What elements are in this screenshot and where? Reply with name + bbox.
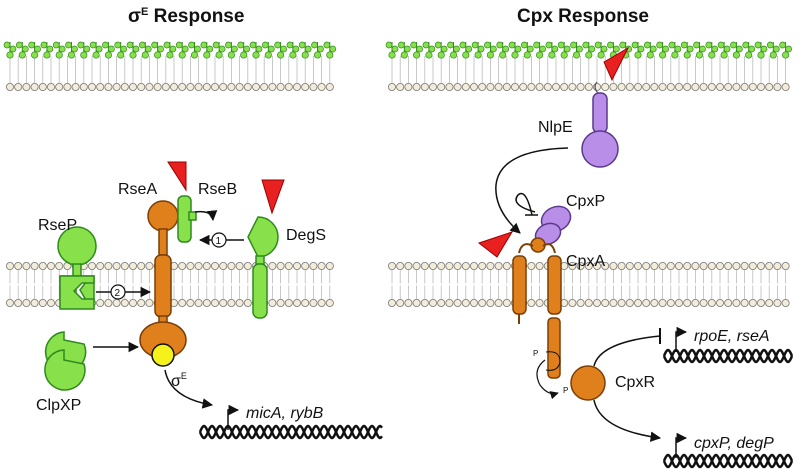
step2-marker — [110, 284, 126, 300]
dna-strand-left — [198, 424, 383, 440]
sigma-e-symbol: σ — [171, 373, 181, 390]
sigma-title-superscript: E — [141, 6, 148, 18]
cpxr-repression-line — [593, 335, 661, 367]
promoter-arrow-right-top — [675, 326, 688, 352]
sigma-e-factor — [151, 343, 175, 367]
rseb-signal-triangle — [167, 161, 187, 192]
rsea-label: RseA — [118, 181, 157, 198]
degs-protein — [247, 216, 279, 319]
step1-number: 1 — [216, 236, 222, 247]
nlpe-to-cpxa-arrow — [495, 147, 569, 234]
cpxa-protein — [512, 237, 562, 379]
rsep-label: RseP — [38, 217, 77, 234]
nlpe-signal-triangle — [603, 46, 630, 82]
step2-number: 2 — [115, 288, 121, 299]
inner-membrane-right — [387, 261, 790, 307]
rseb-feedback-arrow — [194, 210, 218, 222]
cpxp-inhibition-line — [515, 192, 536, 216]
cpxp-protein — [534, 205, 572, 246]
outer-membrane-right — [385, 41, 792, 92]
phosphotransfer-loop — [545, 351, 561, 371]
step1-marker — [211, 232, 227, 248]
sigma-e-superscript: E — [181, 371, 187, 381]
cpxr-activation-arrow — [593, 399, 662, 442]
dna-strand-right-bottom — [662, 453, 794, 469]
cpxa-label: CpxA — [566, 253, 605, 270]
sigma-e-label: σE — [171, 371, 187, 390]
promoter-arrow-left — [227, 404, 240, 430]
cpxr-label: CpxR — [615, 374, 655, 391]
phosphate-label-2: P — [563, 386, 568, 395]
clpxp-label: ClpXP — [36, 397, 81, 414]
sigma-title-symbol: σ — [128, 6, 141, 27]
sigma-panel-title: σE Response — [128, 6, 244, 27]
genes-rpoe-rsea: rpoE, rseA — [694, 328, 770, 345]
rsep-protein — [57, 226, 97, 310]
phosphotransfer-arrow — [536, 359, 559, 400]
cpxa-signal-triangle — [477, 231, 514, 258]
dna-strand-right-top — [662, 348, 794, 364]
genes-mica-rybb: micA, rybB — [246, 405, 324, 422]
genes-cpxp-degp: cpxP, degP — [694, 435, 774, 452]
rseb-label: RseB — [198, 181, 237, 198]
phosphate-label-1: P — [533, 349, 538, 358]
cpxr-protein — [570, 365, 606, 401]
nlpe-protein — [581, 81, 619, 168]
degs-signal-triangle — [261, 179, 285, 215]
sigma-title-text: Response — [148, 6, 244, 27]
nlpe-label: NlpE — [538, 119, 573, 136]
clpxp-protein — [44, 331, 87, 391]
outer-membrane-left — [3, 41, 337, 92]
sigma-e-transcription-arrow — [164, 369, 214, 409]
cpx-panel-title: Cpx Response — [517, 6, 649, 27]
rseb-protein — [177, 195, 197, 243]
rsea-protein — [139, 200, 187, 359]
cpxp-label: CpxP — [566, 193, 605, 210]
promoter-arrow-right-bottom — [675, 432, 688, 458]
degs-label: DegS — [286, 227, 326, 244]
